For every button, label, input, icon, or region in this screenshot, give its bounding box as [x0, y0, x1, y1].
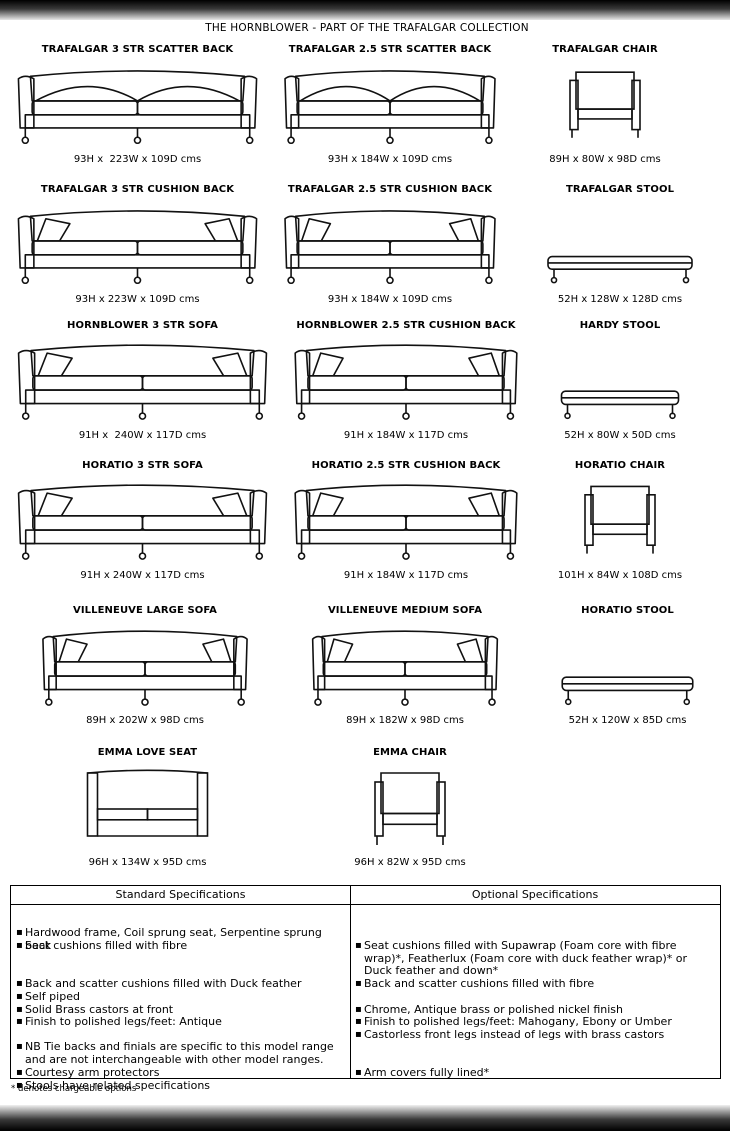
furniture-name: TRAFALGAR 3 STR SCATTER BACK — [41, 44, 234, 55]
furniture-name: TRAFALGAR 2.5 STR CUSHION BACK — [287, 184, 493, 195]
furniture-dimensions: 93H x 223W x 109D cms — [75, 294, 200, 305]
furniture-dimensions: 89H x 202W x 98D cms — [86, 715, 204, 726]
spec-item: Seat cushions filled with Supawrap (Foam… — [355, 939, 716, 978]
scatter-back-sofa-icon — [17, 70, 258, 145]
spec-item: Finish to polished legs/feet: Antique — [16, 1015, 346, 1029]
stool-icon — [547, 255, 693, 284]
furniture-dimensions: 96H x 134W x 95D cms — [88, 857, 207, 868]
furniture-item: VILLENEUVE LARGE SOFA 89H x 202W x 98D cm… — [40, 605, 250, 729]
furniture-dimensions: 91H x 240W x 117D cms — [78, 430, 207, 441]
standard-specifications-header: Standard Specifications — [11, 886, 350, 905]
furniture-name: HORATIO STOOL — [581, 605, 674, 616]
spec-item: Seat cushions filled with fibre — [16, 939, 346, 953]
furniture-item: HORATIO CHAIR 101H x 84W x 108D cms — [555, 460, 685, 584]
furniture-dimensions: 91H x 184W x 117D cms — [343, 570, 469, 581]
furniture-item: HORATIO 2.5 STR CUSHION BACK 91H x 184W x… — [292, 460, 520, 584]
cushion-back-sofa-icon — [294, 344, 518, 420]
spec-item: Back and scatter cushions filled with Du… — [16, 977, 346, 991]
furniture-item: TRAFALGAR STOOL 52H x 128W x 128D cms — [540, 184, 700, 308]
furniture-item: TRAFALGAR CHAIR 89H x 80W x 98D cms — [540, 44, 670, 168]
spec-item: Stools have related specifications — [16, 1079, 346, 1093]
furniture-dimensions: 96H x 82W x 95D cms — [354, 857, 466, 868]
furniture-name: HORNBLOWER 2.5 STR CUSHION BACK — [296, 320, 516, 331]
chair-icon — [374, 772, 446, 845]
bottom-gradient-bar — [0, 1105, 730, 1131]
furniture-item: TRAFALGAR 2.5 STR SCATTER BACK 93H x 184W… — [282, 44, 498, 168]
furniture-dimensions: 89H x 80W x 98D cms — [549, 154, 661, 165]
furniture-item: TRAFALGAR 3 STR CUSHION BACK 93H x 223W x… — [15, 184, 260, 308]
optional-specifications-column: Optional Specifications Seat cushions fi… — [350, 886, 720, 1080]
spec-item: Chrome, Antique brass or polished nickel… — [355, 1003, 716, 1017]
stool-icon — [560, 390, 680, 420]
furniture-item: VILLENEUVE MEDIUM SOFA 89H x 182W x 98D c… — [310, 605, 500, 729]
furniture-item: TRAFALGAR 2.5 STR CUSHION BACK 93H x 184W… — [282, 184, 498, 308]
furniture-name: EMMA LOVE SEAT — [97, 747, 198, 758]
sofa-icon — [311, 630, 499, 706]
furniture-item: TRAFALGAR 3 STR SCATTER BACK 93H x 223W x… — [15, 44, 260, 168]
stool-icon — [561, 676, 694, 706]
furniture-dimensions: 52H x 80W x 50D cms — [564, 430, 676, 441]
furniture-name: HORATIO 2.5 STR CUSHION BACK — [311, 460, 501, 471]
furniture-name: VILLENEUVE MEDIUM SOFA — [327, 605, 483, 616]
furniture-dimensions: 52H x 120W x 85D cms — [568, 715, 687, 726]
furniture-item: HORNBLOWER 2.5 STR CUSHION BACK 91H x 184… — [292, 320, 520, 444]
scatter-back-sofa-icon — [284, 70, 496, 145]
furniture-item: EMMA CHAIR 96H x 82W x 95D cms — [335, 747, 485, 871]
furniture-name: TRAFALGAR 2.5 STR SCATTER BACK — [288, 44, 492, 55]
spec-item: Back and scatter cushions filled with fi… — [355, 977, 716, 991]
furniture-item: HORATIO 3 STR SOFA 91H x 240W x 117D cms — [15, 460, 270, 584]
spec-item: Self piped — [16, 990, 346, 1004]
top-gradient-bar — [0, 0, 730, 20]
page-title: THE HORNBLOWER - PART OF THE TRAFALGAR C… — [205, 22, 529, 34]
spec-item: Arm covers fully lined* — [355, 1066, 716, 1080]
cushion-back-sofa-icon — [17, 210, 258, 285]
furniture-item: HORATIO STOOL 52H x 120W x 85D cms — [555, 605, 700, 729]
furniture-item: HARDY STOOL 52H x 80W x 50D cms — [555, 320, 685, 444]
specifications-table: Standard Specifications Hardwood frame, … — [10, 885, 721, 1092]
spec-item: Finish to polished legs/feet: Mahogany, … — [355, 1015, 716, 1029]
cushion-back-sofa-icon — [284, 210, 496, 285]
spec-item: NB Tie backs and finials are specific to… — [16, 1040, 346, 1066]
furniture-item: EMMA LOVE SEAT 96H x 134W x 95D cms — [65, 747, 230, 871]
sofa-icon — [17, 484, 268, 560]
furniture-dimensions: 101H x 84W x 108D cms — [557, 570, 683, 581]
furniture-dimensions: 93H x 184W x 109D cms — [327, 294, 453, 305]
furniture-name: TRAFALGAR STOOL — [565, 184, 675, 195]
furniture-dimensions: 91H x 184W x 117D cms — [343, 430, 469, 441]
spec-item: Solid Brass castors at front — [16, 1003, 346, 1017]
cushion-back-sofa-icon — [294, 484, 518, 560]
sofa-icon — [42, 630, 248, 706]
furniture-name: HORATIO 3 STR SOFA — [82, 460, 203, 471]
sofa-icon — [17, 344, 268, 420]
spec-item: Castorless front legs instead of legs wi… — [355, 1028, 716, 1042]
love-seat-icon — [86, 769, 209, 837]
furniture-name: EMMA CHAIR — [373, 747, 447, 758]
chair-icon — [584, 485, 656, 554]
standard-specifications-column: Standard Specifications Hardwood frame, … — [11, 886, 351, 1092]
chair-icon — [569, 71, 641, 138]
furniture-name: VILLENEUVE LARGE SOFA — [73, 605, 217, 616]
furniture-name: HARDY STOOL — [579, 320, 661, 331]
spec-item: Courtesy arm protectors — [16, 1066, 346, 1080]
footnote: * denotes chargeable options — [11, 1084, 137, 1094]
furniture-dimensions: 91H x 240W x 117D cms — [80, 570, 205, 581]
furniture-item: HORNBLOWER 3 STR SOFA 91H x 240W x 117D c… — [15, 320, 270, 444]
furniture-name: HORATIO CHAIR — [574, 460, 666, 471]
furniture-dimensions: 93H x 184W x 109D cms — [327, 154, 453, 165]
furniture-name: HORNBLOWER 3 STR SOFA — [67, 320, 218, 331]
furniture-dimensions: 93H x 223W x 109D cms — [73, 154, 202, 165]
optional-specifications-header: Optional Specifications — [350, 886, 720, 905]
furniture-dimensions: 89H x 182W x 98D cms — [346, 715, 464, 726]
furniture-dimensions: 52H x 128W x 128D cms — [557, 294, 683, 305]
furniture-name: TRAFALGAR CHAIR — [552, 44, 658, 55]
furniture-name: TRAFALGAR 3 STR CUSHION BACK — [40, 184, 235, 195]
